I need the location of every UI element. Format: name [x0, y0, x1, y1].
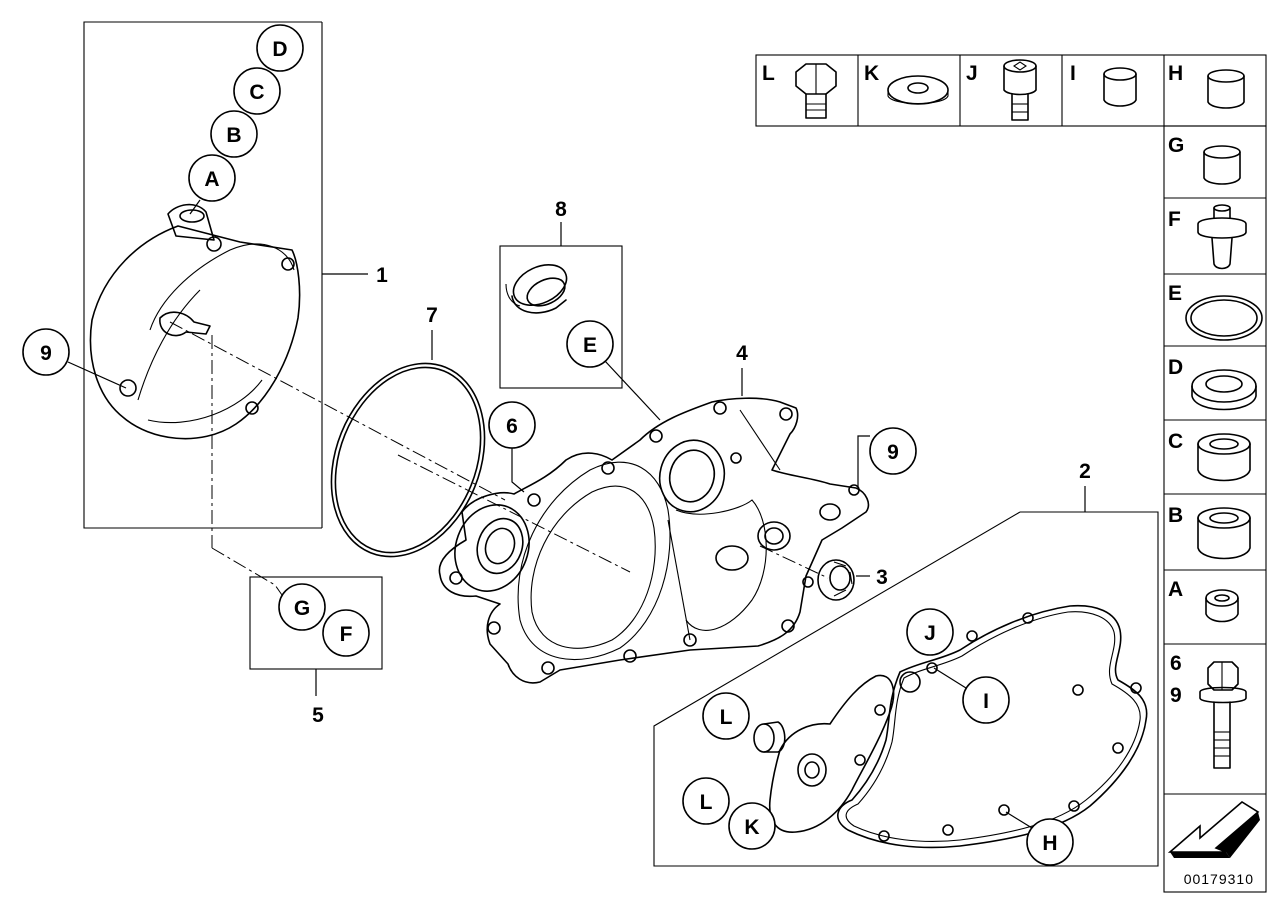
bubble-D: D [256, 24, 304, 72]
group-5-frame [249, 576, 383, 696]
legend-label-G: G [1168, 134, 1184, 157]
spacer-L-drawing [753, 721, 786, 753]
bubble-C: C [233, 67, 281, 115]
svg-text:C: C [249, 81, 264, 104]
svg-text:H: H [1042, 832, 1057, 855]
legend-label-D: D [1168, 356, 1183, 379]
callout-2: 2 [1079, 460, 1091, 483]
washer-K-icon [887, 75, 949, 105]
svg-text:D: D [272, 38, 287, 61]
callout-4: 4 [736, 342, 748, 365]
hex-bolt-L-icon [795, 63, 837, 119]
legend-label-6: 6 [1170, 652, 1182, 675]
catalog-number: 00179310 [1184, 871, 1254, 887]
legend-label-K: K [864, 62, 879, 85]
svg-text:F: F [340, 623, 353, 646]
bubble-K: K [728, 802, 776, 850]
direction-arrow-icon [1167, 801, 1260, 858]
bubble-A: A [188, 154, 236, 202]
legend-right-column: G F E D C B A 6 9 [1163, 125, 1267, 893]
svg-text:9: 9 [40, 342, 52, 365]
callout-7: 7 [426, 304, 438, 327]
legend-label-L: L [762, 62, 775, 85]
legend-label-F: F [1168, 208, 1181, 231]
flange-bolt-icon [1199, 661, 1247, 769]
legend-label-E: E [1168, 282, 1182, 305]
legend-label-A: A [1168, 578, 1183, 601]
legend-label-I: I [1070, 62, 1076, 85]
o-ring-E-icon [1185, 295, 1263, 341]
sleeve-B-icon [1197, 507, 1251, 560]
bubble-B: B [210, 110, 258, 158]
legend-label-H: H [1168, 62, 1183, 85]
bubble-L-top: L [702, 692, 750, 740]
svg-text:A: A [204, 168, 219, 191]
svg-text:J: J [924, 622, 936, 645]
legend-label-J: J [966, 62, 978, 85]
svg-text:I: I [983, 690, 989, 713]
svg-text:B: B [226, 124, 241, 147]
callout-1: 1 [376, 264, 388, 287]
bubble-6: 6 [488, 401, 536, 449]
small-gasket-drawing [768, 674, 895, 833]
svg-text:L: L [700, 791, 713, 814]
crankcase-cover-drawing [438, 397, 870, 684]
legend-top-row: L K J I H [755, 54, 1267, 127]
sleeve-A-icon [1205, 589, 1239, 623]
svg-text:9: 9 [887, 441, 899, 464]
group-1-frame [83, 21, 368, 529]
svg-text:L: L [720, 706, 733, 729]
legend-label-B: B [1168, 504, 1183, 527]
bubble-J: J [906, 608, 954, 656]
callout-9-right: 9 [869, 427, 917, 475]
legend-label-C: C [1168, 430, 1183, 453]
bubble-H: H [1026, 818, 1074, 866]
clutch-cover-drawing [89, 203, 301, 440]
group-8-frame [499, 222, 623, 389]
socket-screw-J-icon [1003, 59, 1037, 121]
callout-8: 8 [555, 198, 567, 221]
group-2-frame [653, 486, 1159, 867]
seal-3-drawing [817, 559, 855, 601]
bubble-F: F [322, 609, 370, 657]
cover-gasket-drawing [837, 604, 1148, 849]
seal-ring-D-icon [1191, 369, 1257, 411]
sleeve-I-icon [1103, 67, 1137, 107]
sleeve-C-icon [1197, 433, 1251, 482]
sleeve-H-icon [1207, 69, 1245, 109]
sleeve-G-icon [1203, 145, 1241, 185]
callout-9-left: 9 [22, 328, 70, 376]
svg-text:E: E [583, 334, 597, 357]
svg-text:6: 6 [506, 415, 518, 438]
bubble-E: E [566, 320, 614, 368]
bubble-I: I [962, 676, 1010, 724]
callout-5: 5 [312, 704, 324, 727]
svg-text:G: G [294, 597, 310, 620]
o-ring-drawing [330, 362, 486, 558]
stud-F-icon [1197, 204, 1247, 270]
callout-3: 3 [876, 566, 888, 589]
svg-text:K: K [744, 816, 759, 839]
bubble-G: G [278, 583, 326, 631]
bubble-L-bottom: L [682, 777, 730, 825]
legend-label-9: 9 [1170, 684, 1182, 707]
shaft-seal-drawing [505, 264, 568, 314]
